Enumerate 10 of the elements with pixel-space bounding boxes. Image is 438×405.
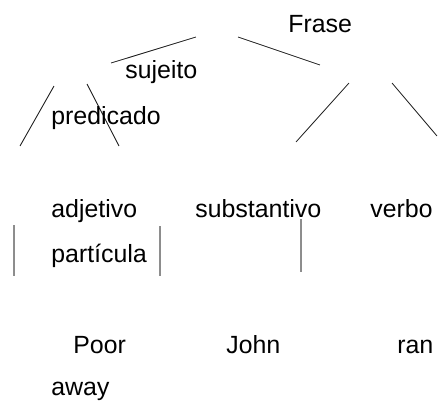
tree-label: substantivo bbox=[196, 198, 320, 218]
tree-label: Poor bbox=[75, 336, 126, 354]
tree-label: sujeito bbox=[126, 60, 196, 84]
tree-label: away bbox=[52, 382, 110, 400]
tree-label: adjetivo bbox=[52, 198, 136, 222]
tree-label: ran bbox=[398, 340, 432, 354]
tree-label: verbo bbox=[370, 198, 432, 218]
tree-label: partícula bbox=[52, 244, 147, 268]
tree-label: Frase bbox=[290, 14, 351, 32]
tree-label: John bbox=[226, 334, 279, 354]
